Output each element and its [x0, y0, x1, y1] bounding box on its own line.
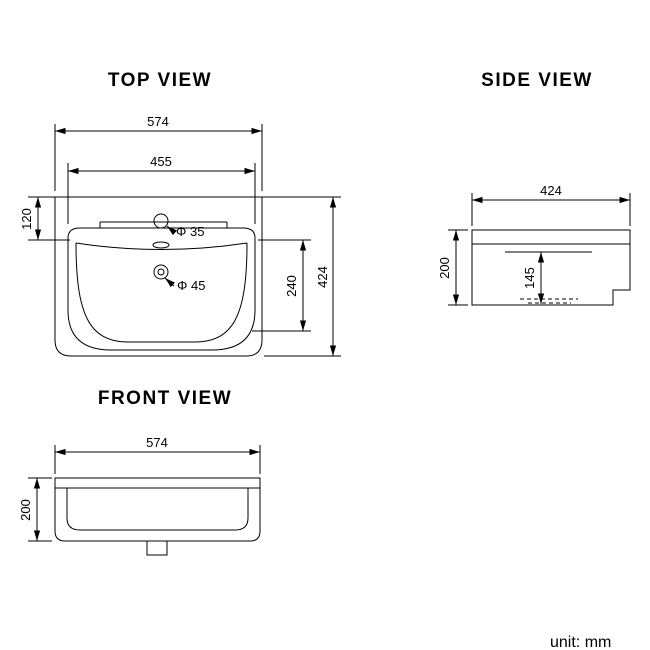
dim-label: 200: [18, 499, 33, 521]
dim-label: 574: [147, 114, 169, 129]
dim-label: 240: [284, 275, 299, 297]
unit-label: unit: mm: [550, 634, 611, 650]
leader-line: [164, 277, 175, 288]
dim-label: 200: [437, 257, 452, 279]
faucet-hole: [153, 213, 169, 229]
side-view: SIDE VIEW 424 200 145: [437, 70, 631, 306]
drain-hole-inner: [157, 268, 165, 276]
dim-label: 455: [150, 154, 172, 169]
overflow-slot: [152, 241, 170, 249]
side-view-title: SIDE VIEW: [481, 70, 593, 91]
dim-label: 424: [540, 183, 562, 198]
dim-label: 574: [146, 435, 168, 450]
dim-label: 120: [19, 208, 34, 230]
top-view-title: TOP VIEW: [108, 70, 212, 91]
side-dim-overall-depth: 424: [471, 183, 631, 226]
top-dim-inner-width: 455: [67, 154, 256, 224]
front-dim-height: 200: [18, 477, 52, 542]
front-view: FRONT VIEW 574 200: [18, 388, 261, 556]
side-dim-inner-height: 145: [522, 252, 545, 304]
bowl-inner-wall: [75, 242, 248, 343]
front-view-title: FRONT VIEW: [98, 388, 232, 409]
faucet-hole-label: Φ 35: [176, 224, 204, 239]
dim-label: 145: [522, 267, 537, 289]
top-view: TOP VIEW 574 455 Φ 3: [19, 70, 341, 357]
front-dim-overall-width: 574: [54, 435, 261, 474]
top-dim-back-depth: 120: [19, 197, 70, 241]
bowl-outline: [67, 227, 256, 351]
side-profile-outline: [471, 229, 631, 306]
drain-stub: [146, 541, 168, 556]
bowl-inner-edge: [75, 242, 248, 250]
drain-hole-label: Φ 45: [177, 278, 205, 293]
top-dim-overall-width: 574: [54, 114, 263, 191]
drain-hole: [153, 264, 169, 280]
front-profile-outline: [54, 477, 261, 542]
leader-line: [166, 225, 177, 236]
top-dim-overall-depth: 424: [264, 197, 341, 357]
top-dim-bowl-depth: 240: [252, 239, 311, 332]
dim-label: 424: [315, 266, 330, 288]
front-inner-bowl-line: [66, 488, 249, 531]
side-dim-height: 200: [437, 229, 468, 306]
basin-outline: [54, 196, 263, 357]
